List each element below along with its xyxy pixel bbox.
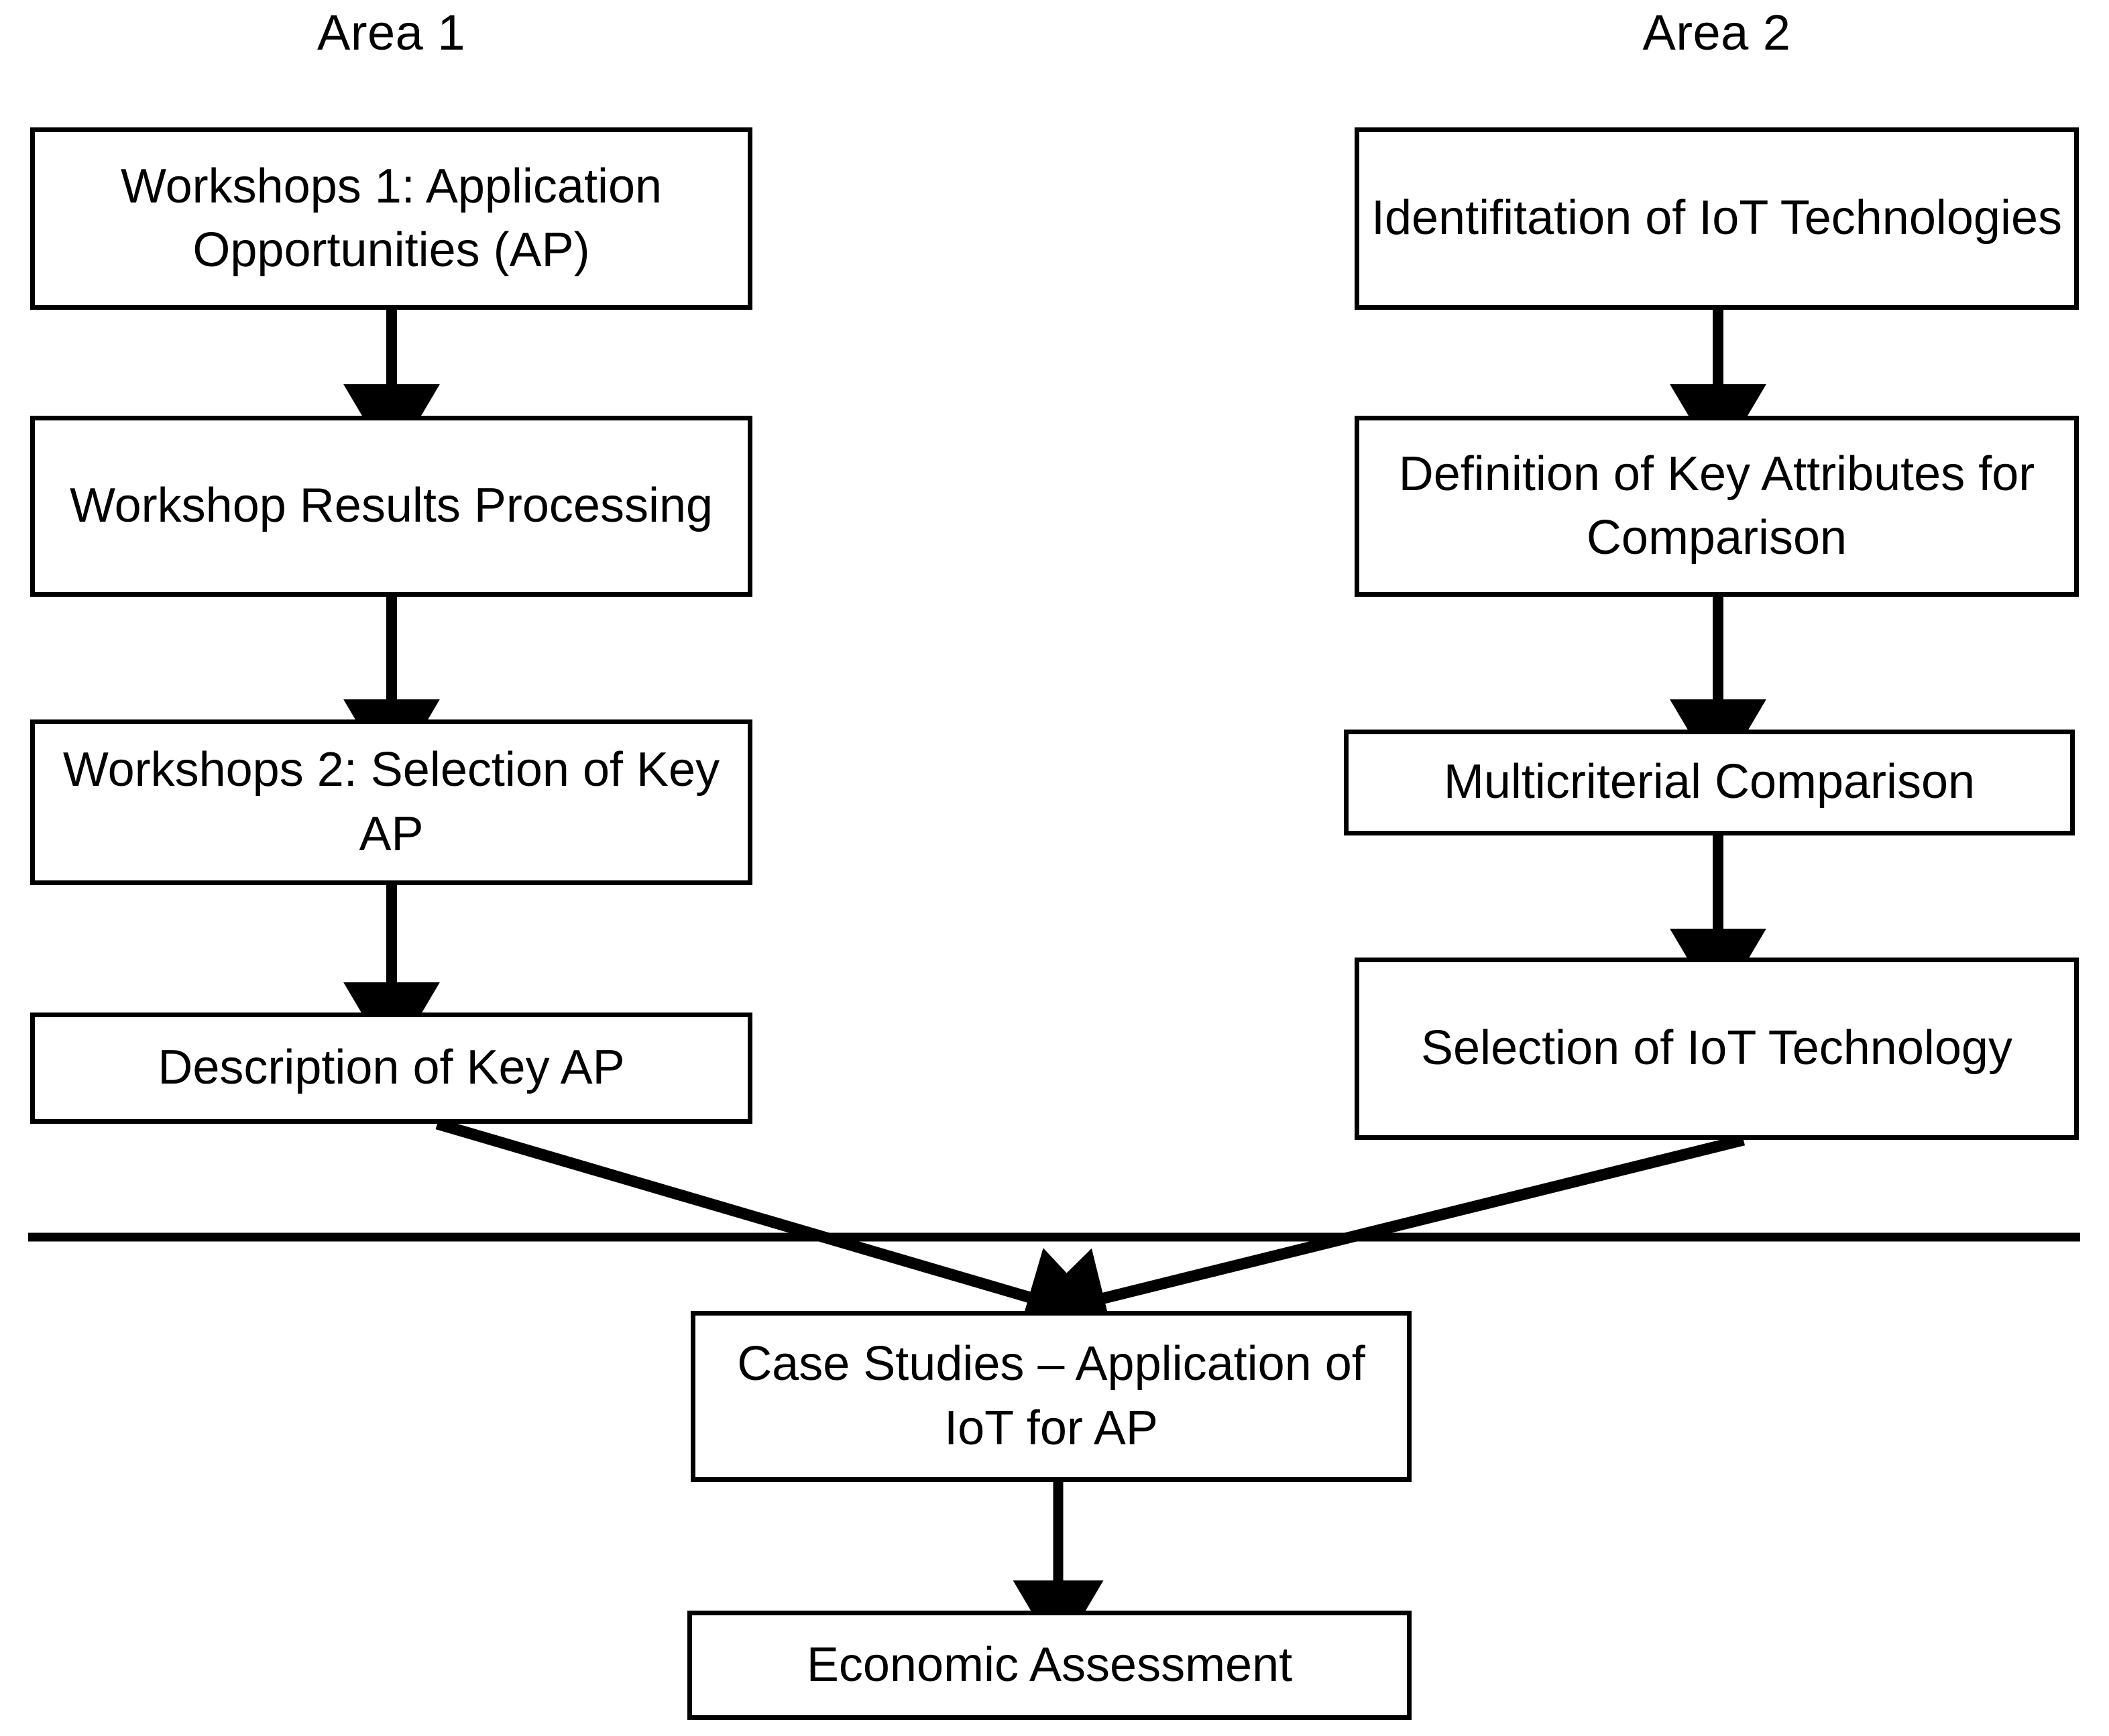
node-definition-of-key-attributes[interactable]: Definition of Key Attributes for Compari…	[1355, 416, 2079, 597]
area-1-header: Area 1	[30, 8, 752, 58]
area-2-label: Area 2	[1642, 5, 1791, 60]
node-economic-assessment[interactable]: Economic Assessment	[687, 1611, 1412, 1720]
arrow-a1n4-to-casestudies	[435, 1118, 1113, 1346]
node-label: Economic Assessment	[806, 1637, 1293, 1692]
node-label: Workshops 1: Application Opportunities (…	[120, 159, 663, 277]
node-workshops-2-selection-of-key-ap[interactable]: Workshops 2: Selection of Key AP	[30, 719, 752, 885]
node-multicriterial-comparison[interactable]: Multicriterial Comparison	[1344, 730, 2075, 835]
node-label: Selection of IoT Technology	[1421, 1021, 2012, 1076]
node-label: Identifitation of IoT Technologies	[1371, 191, 2063, 245]
node-case-studies-application-of-iot-for-ap[interactable]: Case Studies – Application of IoT for AP	[691, 1311, 1412, 1482]
node-label: Case Studies – Application of IoT for AP	[737, 1337, 1365, 1455]
node-selection-of-iot-technology[interactable]: Selection of IoT Technology	[1355, 958, 2079, 1140]
node-workshop-results-processing[interactable]: Workshop Results Processing	[30, 416, 752, 597]
arrow-a2n4-to-casestudies	[1019, 1134, 1746, 1348]
node-label: Workshops 2: Selection of Key AP	[62, 743, 720, 861]
area-1-label: Area 1	[317, 5, 466, 60]
node-label: Multicriterial Comparison	[1443, 755, 1976, 809]
node-label: Description of Key AP	[158, 1041, 625, 1095]
node-label: Workshop Results Processing	[69, 479, 714, 533]
node-label: Definition of Key Attributes for Compari…	[1398, 447, 2035, 565]
node-workshops-1-application-opportunities[interactable]: Workshops 1: Application Opportunities (…	[30, 127, 752, 310]
node-description-of-key-ap[interactable]: Description of Key AP	[30, 1012, 752, 1124]
area-2-header: Area 2	[1355, 8, 2079, 58]
node-identification-of-iot-technologies[interactable]: Identifitation of IoT Technologies	[1355, 127, 2079, 310]
